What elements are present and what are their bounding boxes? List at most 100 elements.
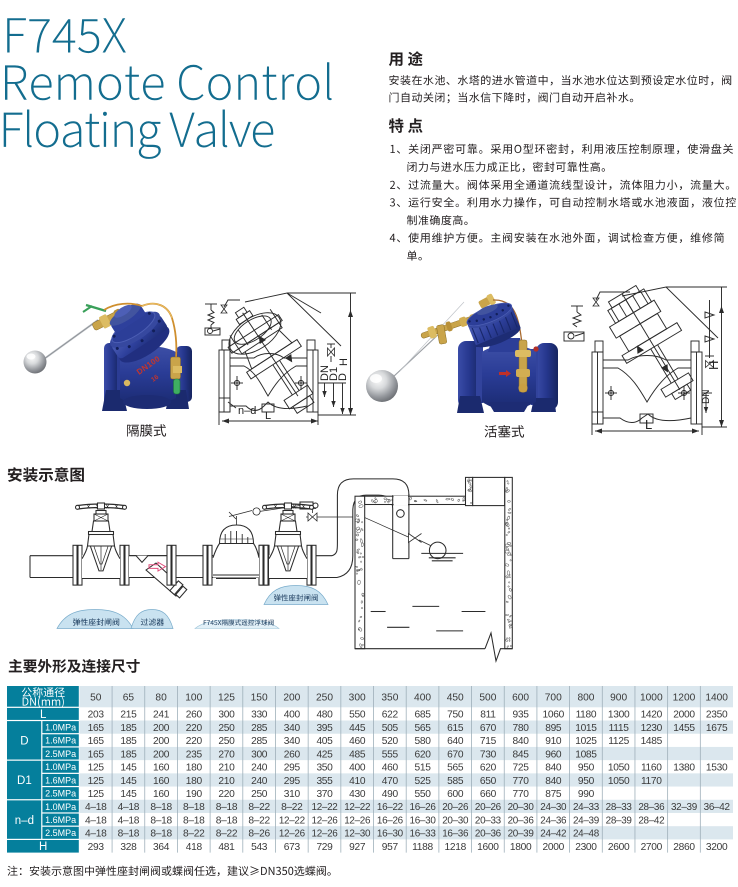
svg-text:4–18: 4–18 [118, 815, 140, 826]
svg-text:12–26: 12–26 [312, 815, 339, 826]
svg-text:927: 927 [349, 842, 366, 853]
svg-text:24–36: 24–36 [540, 815, 567, 826]
svg-text:241: 241 [153, 710, 170, 721]
svg-text:150: 150 [251, 692, 268, 703]
svg-text:185: 185 [120, 723, 137, 734]
svg-text:355: 355 [316, 776, 333, 787]
svg-text:2.5MPa: 2.5MPa [45, 828, 76, 838]
svg-text:1485: 1485 [641, 736, 663, 747]
svg-text:1050: 1050 [608, 776, 630, 787]
svg-text:190: 190 [186, 789, 203, 800]
svg-text:340: 340 [284, 723, 301, 734]
svg-text:215: 215 [120, 710, 137, 721]
svg-text:24–42: 24–42 [540, 829, 566, 840]
svg-text:480: 480 [316, 710, 333, 721]
svg-text:24–33: 24–33 [573, 802, 600, 813]
svg-text:8–18: 8–18 [118, 829, 140, 840]
svg-text:8–18: 8–18 [216, 802, 238, 813]
svg-text:1.6MPa: 1.6MPa [45, 815, 76, 825]
svg-text:840: 840 [513, 736, 530, 747]
svg-text:16–33: 16–33 [410, 829, 437, 840]
svg-text:1188: 1188 [412, 842, 433, 853]
svg-text:12–26: 12–26 [279, 829, 306, 840]
svg-text:2000: 2000 [543, 842, 565, 853]
svg-text:285: 285 [251, 736, 268, 747]
svg-text:12–26: 12–26 [344, 815, 371, 826]
svg-text:900: 900 [610, 692, 627, 703]
svg-text:28–39: 28–39 [606, 815, 633, 826]
svg-text:1.0MPa: 1.0MPa [45, 802, 76, 812]
svg-text:1400: 1400 [705, 692, 728, 703]
svg-text:770: 770 [513, 776, 530, 787]
svg-text:16–22: 16–22 [377, 802, 403, 813]
svg-text:180: 180 [186, 776, 203, 787]
svg-text:210: 210 [218, 776, 235, 787]
svg-text:260: 260 [186, 710, 203, 721]
svg-text:400: 400 [414, 692, 431, 703]
svg-text:1050: 1050 [608, 763, 630, 774]
svg-text:730: 730 [480, 749, 497, 760]
svg-text:565: 565 [447, 763, 464, 774]
svg-text:425: 425 [316, 749, 333, 760]
svg-text:1115: 1115 [609, 723, 630, 734]
svg-text:470: 470 [382, 776, 399, 787]
svg-text:395: 395 [316, 723, 333, 734]
svg-text:300: 300 [218, 710, 235, 721]
svg-text:8–22: 8–22 [281, 802, 303, 813]
svg-text:670: 670 [480, 723, 497, 734]
svg-text:1180: 1180 [576, 710, 597, 721]
svg-text:1.6MPa: 1.6MPa [45, 736, 76, 746]
svg-text:12–30: 12–30 [344, 829, 371, 840]
svg-text:410: 410 [349, 776, 366, 787]
svg-text:L: L [645, 417, 652, 432]
svg-text:16–26: 16–26 [377, 815, 404, 826]
svg-text:145: 145 [120, 776, 137, 787]
svg-text:364: 364 [153, 842, 170, 853]
svg-text:8–18: 8–18 [216, 815, 238, 826]
svg-text:1000: 1000 [640, 692, 663, 703]
svg-text:H: H [706, 361, 721, 370]
svg-text:H: H [39, 841, 47, 853]
svg-text:585: 585 [447, 776, 464, 787]
svg-text:500: 500 [479, 692, 496, 703]
svg-text:295: 295 [284, 763, 301, 774]
svg-text:370: 370 [316, 789, 333, 800]
svg-text:12–26: 12–26 [312, 829, 339, 840]
svg-text:8–22: 8–22 [216, 829, 238, 840]
svg-text:L: L [265, 410, 271, 422]
svg-text:H: H [338, 358, 350, 366]
svg-text:800: 800 [577, 692, 594, 703]
svg-text:3200: 3200 [706, 842, 728, 853]
svg-text:1218: 1218 [444, 842, 466, 853]
svg-text:80: 80 [155, 692, 167, 703]
svg-text:1455: 1455 [673, 723, 695, 734]
svg-text:445: 445 [349, 723, 366, 734]
svg-text:650: 650 [480, 776, 497, 787]
svg-text:550: 550 [349, 710, 366, 721]
svg-text:200: 200 [153, 723, 170, 734]
svg-text:n–d: n–d [238, 405, 256, 417]
svg-text:845: 845 [513, 749, 530, 760]
svg-text:165: 165 [88, 723, 105, 734]
svg-text:485: 485 [349, 749, 366, 760]
svg-text:525: 525 [414, 776, 431, 787]
svg-text:12–22: 12–22 [312, 802, 338, 813]
svg-text:32–39: 32–39 [671, 802, 698, 813]
svg-text:673: 673 [284, 842, 301, 853]
svg-text:460: 460 [349, 736, 366, 747]
svg-text:550: 550 [414, 789, 431, 800]
svg-text:1.6MPa: 1.6MPa [45, 775, 76, 785]
svg-text:620: 620 [480, 763, 497, 774]
svg-text:4–18: 4–18 [118, 802, 140, 813]
svg-text:16: 16 [150, 374, 160, 384]
svg-text:1530: 1530 [706, 763, 728, 774]
svg-text:200: 200 [283, 692, 300, 703]
svg-text:185: 185 [120, 749, 137, 760]
svg-text:565: 565 [414, 723, 431, 734]
svg-text:125: 125 [88, 776, 105, 787]
svg-text:450: 450 [447, 692, 464, 703]
svg-text:16–30: 16–30 [377, 829, 404, 840]
svg-text:515: 515 [414, 763, 431, 774]
svg-text:24–30: 24–30 [540, 802, 567, 813]
svg-text:8–22: 8–22 [183, 829, 205, 840]
